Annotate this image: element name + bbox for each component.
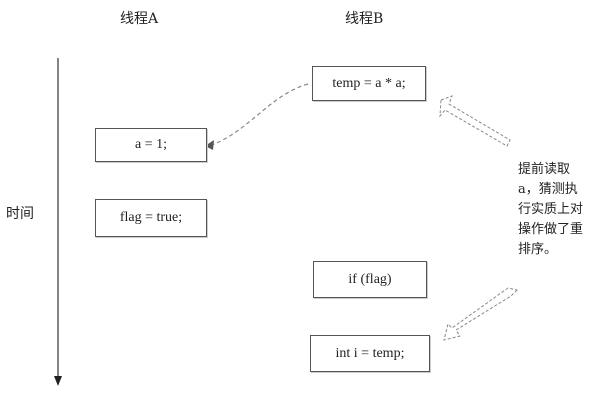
thread-b-header: 线程B [345,11,384,27]
box-flag-assign: flag = true; [95,199,207,237]
read-a-arrowhead [205,140,214,150]
reorder-arrow-top [439,95,511,147]
box-temp-assign: temp = a * a; [312,66,426,101]
box-int-i: int i = temp; [310,335,430,372]
read-a-arrow [211,83,309,146]
box-if-flag: if (flag) [313,261,427,298]
time-axis-label: 时间 [6,206,34,222]
box-a-assign: a = 1; [95,128,207,162]
reorder-note: 提前读取a，猜测执行实质上对操作做了重排序。 [518,162,584,257]
reorder-arrow-bottom [443,287,518,341]
time-axis-arrowhead [54,376,62,386]
thread-a-header: 线程A [120,11,159,27]
